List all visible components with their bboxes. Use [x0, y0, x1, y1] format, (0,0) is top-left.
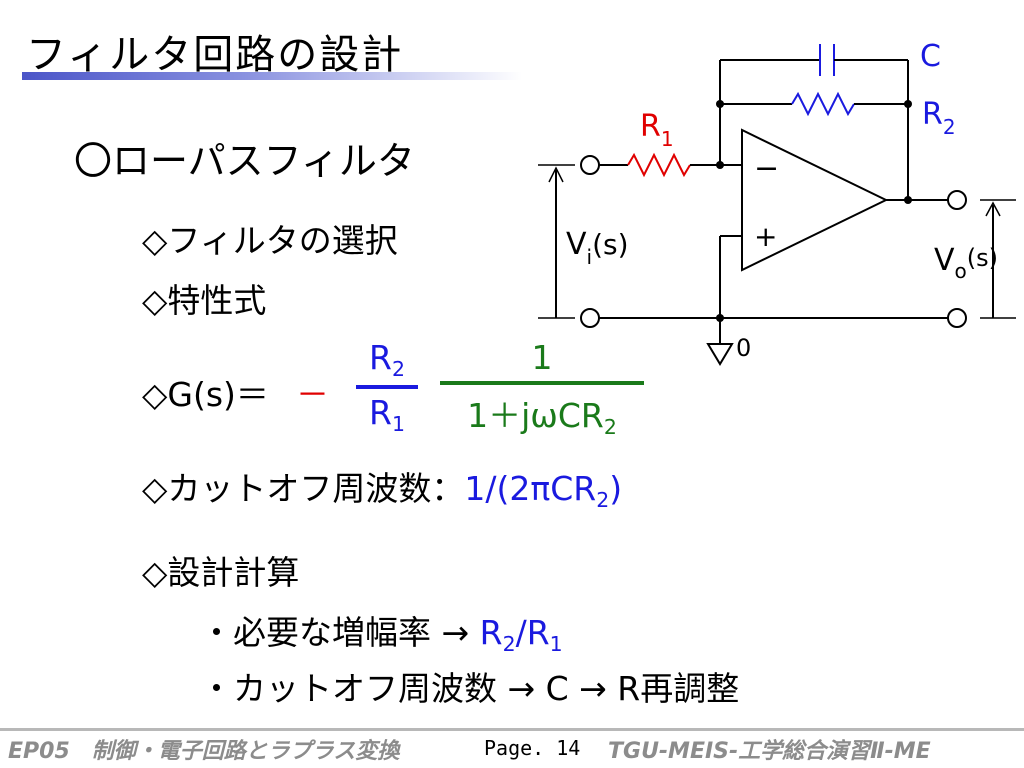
junction-dot: [904, 100, 912, 108]
label-c: C: [920, 39, 941, 74]
formula-fraction-r2-r1: R2 R1: [356, 338, 418, 436]
fraction-numerator: 1: [531, 338, 553, 377]
output-terminal-bottom: [947, 308, 967, 328]
footer-program: TGU-MEIS-工学総合演習Ⅱ-ME: [608, 739, 931, 764]
op-amp: [741, 128, 889, 272]
op-amp-minus-sign: −: [754, 151, 779, 186]
label-r2: R2: [922, 97, 956, 139]
step-gain-label: ・必要な増幅率 →: [200, 613, 470, 652]
footer-page-number: Page. 14: [484, 736, 581, 760]
step-cutoff: ・カットオフ周波数 → C → R再調整: [200, 669, 740, 708]
input-terminal-bottom: [580, 308, 600, 328]
step-gain: ・必要な増幅率 → R2/R1: [200, 606, 563, 656]
resistor-r2: [791, 91, 855, 117]
label-r1: R1: [640, 109, 674, 151]
formula-minus: －: [296, 375, 329, 414]
footer-course: EP05 制御・電子回路とラプラス変換: [8, 739, 400, 764]
junction-dot: [716, 100, 724, 108]
bullet-characteristic: ◇特性式: [142, 281, 267, 320]
cutoff-formula: 1/(2πCR2): [464, 469, 623, 513]
fraction-denominator: R1: [369, 393, 405, 437]
output-terminal-top: [947, 190, 967, 210]
fraction-bar: [440, 381, 644, 385]
fraction-bar: [356, 385, 418, 390]
title-underline: [22, 72, 522, 80]
bullet-cutoff-frequency: ◇カットオフ周波数：1/(2πCR2): [142, 462, 622, 512]
label-vo: Vo(s): [934, 243, 998, 283]
label-ground-zero: 0: [736, 334, 751, 362]
label-vi: Vi(s): [566, 227, 629, 269]
vi-arrowhead: [548, 166, 564, 183]
op-amp-plus-sign: +: [754, 220, 777, 253]
bullet-g-label: ◇G(s)＝: [142, 375, 269, 414]
junction-dot: [904, 196, 912, 204]
section-heading: 〇ローパスフィルタ: [74, 139, 415, 183]
resistor-r1: [627, 152, 691, 178]
junction-dot: [716, 314, 724, 322]
ground-icon: [706, 343, 734, 366]
bullet-design-calc: ◇設計計算: [142, 553, 300, 592]
slide-title: フィルタ回路の設計: [26, 32, 404, 78]
footer-divider: [0, 728, 1024, 731]
fraction-numerator: R2: [369, 338, 405, 382]
bullet-filter-select: ◇フィルタの選択: [142, 221, 398, 260]
junction-dot: [716, 161, 724, 169]
vo-arrowhead: [985, 201, 1001, 217]
fraction-denominator: 1＋jωCR2: [467, 396, 617, 440]
formula-fraction-transfer: 1 1＋jωCR2: [440, 338, 644, 439]
cutoff-label: ◇カットオフ周波数：: [142, 469, 465, 508]
input-terminal-top: [580, 155, 600, 175]
step-gain-value: R2/R1: [479, 613, 563, 657]
